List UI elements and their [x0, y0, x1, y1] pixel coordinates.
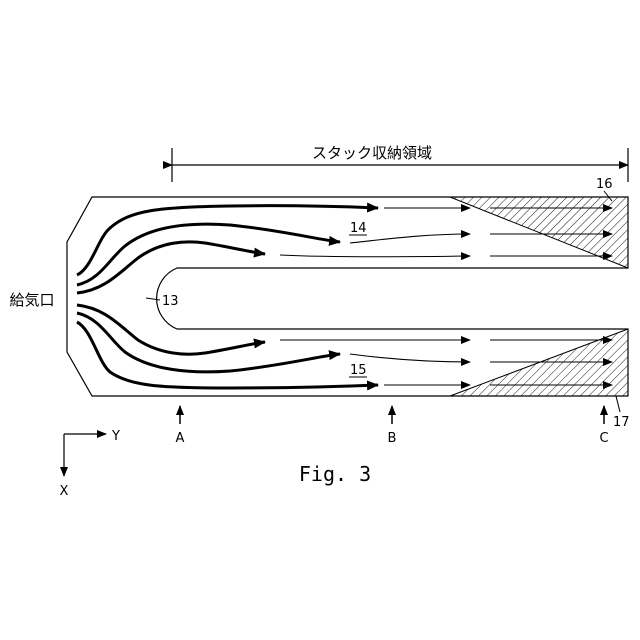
inlet-label: 給気口: [9, 291, 54, 309]
ref-17: 17: [613, 415, 630, 430]
leader-17: [616, 396, 620, 412]
section-c-label: C: [599, 431, 608, 446]
leader-13: [146, 298, 160, 300]
coordinate-axes: [64, 434, 106, 476]
ref-16: 16: [596, 177, 613, 192]
upper-bold-flows: [77, 206, 378, 293]
stack-region-label: スタック収納領域: [312, 144, 432, 162]
section-b-label: B: [388, 431, 397, 446]
axis-x-label: X: [60, 484, 69, 499]
ref-15: 15: [350, 363, 367, 378]
ref-13: 13: [162, 294, 179, 309]
section-a-label: A: [176, 431, 185, 446]
section-markers: [180, 406, 604, 424]
ref-14: 14: [350, 221, 367, 236]
axis-y-label: Y: [111, 429, 120, 444]
figure-caption: Fig. 3: [299, 462, 371, 486]
lower-bold-flows: [77, 305, 378, 388]
